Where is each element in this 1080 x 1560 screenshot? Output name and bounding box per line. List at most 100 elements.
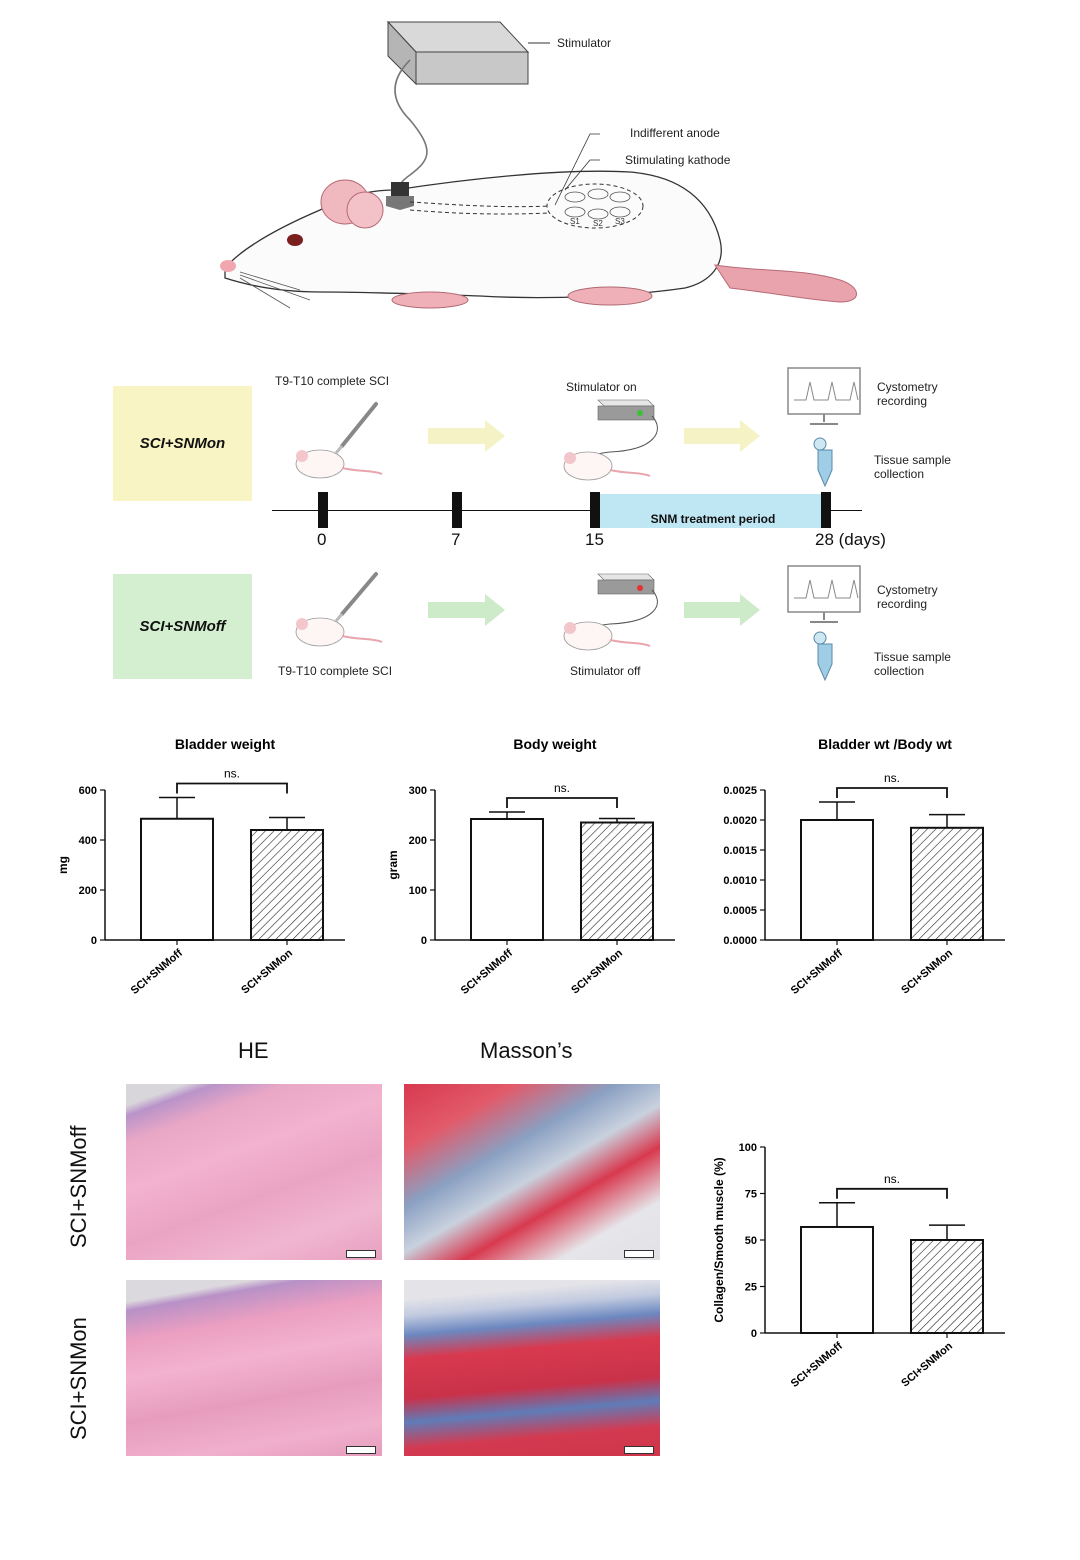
- y-tick-label: 0: [91, 935, 97, 947]
- timeline-arrow: [428, 420, 505, 452]
- snmon-tissue-label: Tissue sample collection: [874, 453, 951, 481]
- scalpel-icon: [334, 572, 378, 622]
- chart-title: Body weight: [513, 736, 597, 752]
- he-column-header: HE: [238, 1038, 269, 1063]
- treatment-period-bar: [600, 494, 826, 528]
- y-tick-label: 200: [409, 835, 427, 847]
- stimulator-device: [386, 20, 550, 86]
- snmon-row-header: SCI+SNMon: [66, 1317, 91, 1440]
- y-tick-label: 100: [409, 885, 427, 897]
- scalpel-icon: [334, 402, 378, 454]
- category-label: SCI+SNMon: [569, 947, 625, 997]
- timeline-tick-day7: [452, 492, 462, 528]
- masson-micrograph-snmon: [404, 1280, 660, 1456]
- scale-bar: [624, 1250, 654, 1258]
- timeline-axis: [272, 510, 862, 511]
- group-box-snmon: SCI+SNMon: [113, 386, 252, 501]
- mouse-icon: [563, 621, 651, 651]
- group-box-snmoff: SCI+SNMoff: [113, 574, 252, 679]
- stimulator-label: Stimulator: [557, 36, 612, 50]
- significance-bracket: [836, 787, 948, 798]
- mouse-icon: [295, 449, 383, 479]
- stimulator-on-label: Stimulator on: [566, 380, 637, 394]
- stimulator-off-label: Stimulator off: [570, 664, 641, 678]
- y-tick-label: 300: [409, 785, 427, 797]
- snmon-cystometry-label: Cystometry recording: [877, 380, 938, 408]
- category-label: SCI+SNMoff: [129, 947, 185, 997]
- chart-title: Bladder weight: [175, 736, 276, 752]
- treatment-period-label: SNM treatment period: [650, 512, 776, 526]
- timeline-tick-day0: [318, 492, 328, 528]
- timeline-arrow: [684, 420, 760, 452]
- mouse-icon: [563, 451, 651, 481]
- snmon-surgery-label: T9-T10 complete SCI: [275, 374, 390, 388]
- category-label: SCI+SNMoff: [459, 947, 515, 997]
- day-label-7: 7: [451, 530, 461, 549]
- electrode-area: [546, 183, 644, 229]
- significance-bracket: [176, 782, 288, 794]
- y-tick-label: 0.0025: [723, 785, 757, 797]
- bar: [470, 818, 544, 941]
- timeline-tick-day15: [590, 492, 600, 528]
- y-tick-label: 0.0000: [723, 935, 757, 947]
- snmoff-surgery-label: T9-T10 complete SCI: [278, 664, 393, 678]
- category-label: SCI+SNMoff: [789, 947, 845, 997]
- y-axis-label: mg: [56, 856, 70, 874]
- bar: [140, 817, 214, 941]
- electrode-mark-s1: S1: [570, 217, 580, 226]
- bar: [910, 826, 984, 941]
- category-label: SCI+SNMoff: [789, 1340, 845, 1390]
- he-micrograph-snmon: [126, 1280, 382, 1456]
- ratio-chart: Bladder wt /Body wt 0.0000 0.0005 0.0010 0.0…: [723, 736, 1005, 997]
- significance-bracket: [506, 797, 618, 808]
- y-tick-label: 75: [745, 1189, 757, 1201]
- snmoff-cystometry-label: Cystometry recording: [877, 583, 938, 611]
- y-tick-label: 50: [745, 1235, 757, 1247]
- electrode-mark-s2: S2: [593, 219, 603, 228]
- y-tick-label: 200: [79, 885, 97, 897]
- y-tick-label: 25: [745, 1282, 757, 1294]
- significance-label: ns.: [554, 781, 570, 795]
- y-tick-label: 0.0005: [723, 905, 757, 917]
- masson-column-header: Masson’s: [480, 1038, 573, 1063]
- y-axis-label: gram: [386, 850, 400, 879]
- electrode-mark-s3: S3: [615, 217, 625, 226]
- monitor-icon: [787, 367, 861, 425]
- bar: [580, 821, 654, 941]
- rat-body: [224, 170, 722, 299]
- rat-implant-illustration: S1 S2 S3: [220, 20, 857, 309]
- timeline-arrow: [428, 594, 505, 626]
- chart-title: Bladder wt /Body wt: [818, 736, 952, 752]
- bar: [250, 829, 324, 941]
- stimulating-kathode-label: Stimulating kathode: [625, 153, 731, 167]
- significance-label: ns.: [224, 767, 240, 781]
- y-axis-label: Collagen/Smooth muscle (%): [712, 1157, 726, 1322]
- snmoff-row-header: SCI+SNMoff: [66, 1125, 91, 1248]
- day-label-0: 0: [317, 530, 327, 549]
- y-tick-label: 400: [79, 835, 97, 847]
- significance-label: ns.: [884, 1172, 900, 1186]
- day-label-15: 15: [585, 530, 604, 549]
- category-label: SCI+SNMon: [239, 947, 295, 997]
- day-label-28: 28 (days): [815, 530, 886, 549]
- significance-label: ns.: [884, 771, 900, 785]
- mouse-icon: [295, 617, 383, 647]
- sample-tube-icon: [813, 631, 833, 682]
- y-tick-label: 600: [79, 785, 97, 797]
- y-tick-label: 0: [421, 935, 427, 947]
- masson-micrograph-snmoff: [404, 1084, 660, 1260]
- scale-bar: [346, 1446, 376, 1454]
- timeline-illustrations: [295, 367, 861, 682]
- bar: [800, 1225, 874, 1334]
- category-label: SCI+SNMon: [899, 1340, 955, 1390]
- y-tick-label: 0.0010: [723, 875, 757, 887]
- y-tick-label: 0.0015: [723, 845, 757, 857]
- timeline-tick-day28: [821, 492, 831, 528]
- snmoff-tissue-label: Tissue sample collection: [874, 650, 951, 678]
- stimulator-off-icon: [584, 573, 658, 635]
- indifferent-anode-label: Indifferent anode: [630, 126, 720, 140]
- scale-bar: [624, 1446, 654, 1454]
